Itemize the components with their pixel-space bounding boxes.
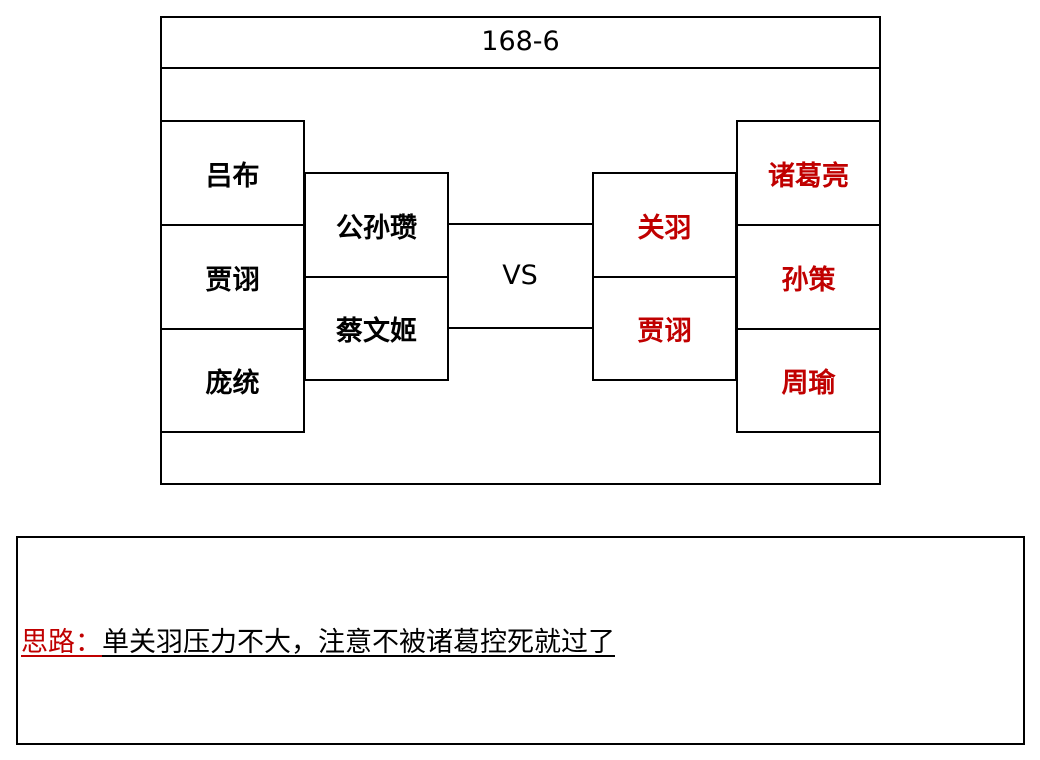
left-outer-card-2: 贾诩 [160,224,305,330]
right-inner-card-2: 贾诩 [592,276,737,381]
hero-name: 庞统 [205,368,260,399]
connector-line-top [448,223,594,225]
stage-title-text: 168-6 [481,26,560,57]
left-inner-card-1: 公孙瓒 [304,172,449,278]
right-outer-card-2: 孙策 [736,224,881,330]
hero-name: 吕布 [205,160,260,192]
vs-label: VS [490,250,550,300]
connector-line-bottom [448,327,594,329]
hero-name: 贾诩 [637,316,692,347]
hero-name: 贾诩 [205,264,260,296]
left-outer-card-1: 吕布 [160,120,305,226]
left-inner-card-2: 蔡文姬 [304,276,449,381]
strategy-note-label: 思路： [21,627,102,658]
hero-name: 关羽 [637,212,692,244]
right-outer-card-1: 诸葛亮 [736,120,881,226]
strategy-note: 思路：单关羽压力不大，注意不被诸葛控死就过了 [21,620,615,660]
hero-name: 诸葛亮 [768,160,849,192]
right-inner-card-1: 关羽 [592,172,737,278]
vs-label-text: VS [502,259,538,291]
hero-name: 公孙瓒 [336,212,417,244]
strategy-note-box [16,536,1025,745]
right-outer-card-3: 周瑜 [736,328,881,433]
stage-title: 168-6 [160,16,881,69]
hero-name: 周瑜 [781,368,836,399]
left-outer-card-3: 庞统 [160,328,305,433]
strategy-note-text: 单关羽压力不大，注意不被诸葛控死就过了 [102,627,615,658]
hero-name: 孙策 [781,264,836,296]
hero-name: 蔡文姬 [336,316,417,347]
